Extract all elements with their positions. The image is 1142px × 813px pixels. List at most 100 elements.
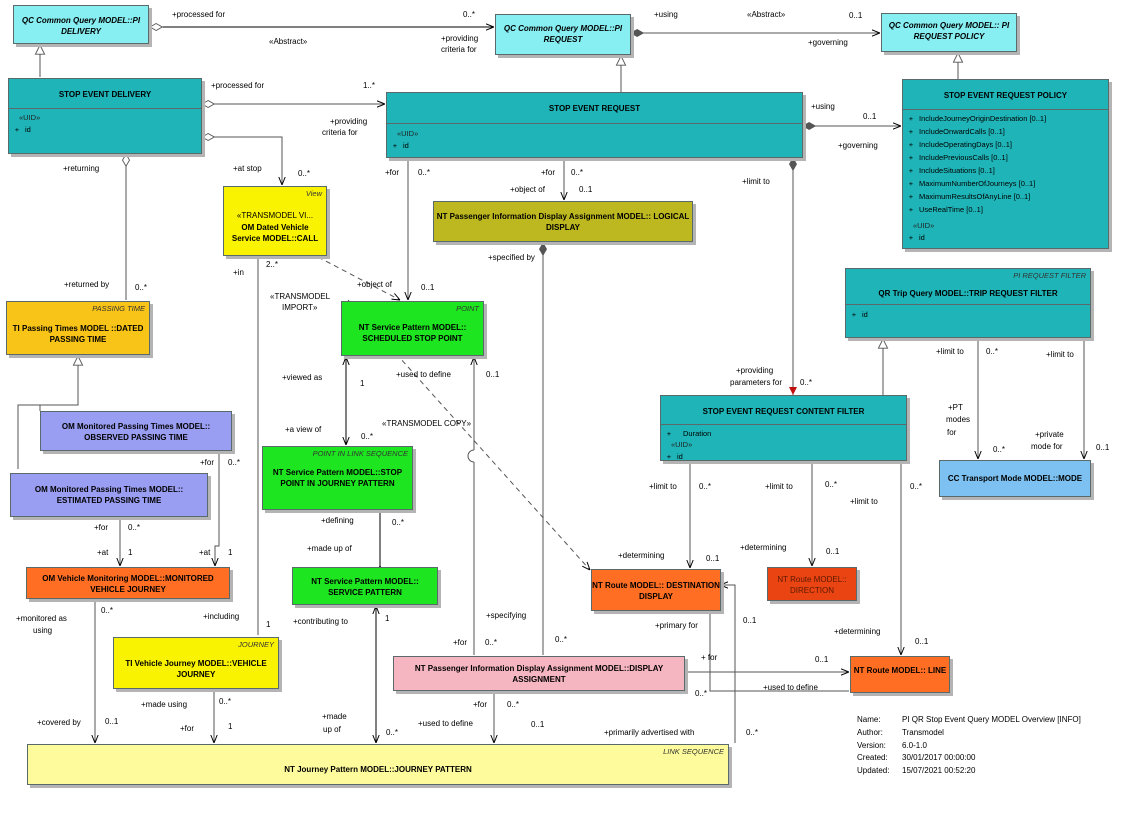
multiplicity-label: 0..* [361, 432, 374, 441]
role-label: +returning [63, 164, 100, 173]
stop-event-delivery-class[interactable]: STOP EVENT DELIVERY «UID» +id [8, 78, 202, 154]
attribute-row: +id [14, 125, 31, 134]
journey-pattern-class[interactable]: LINK SEQUENCE NT Journey Pattern MODEL::… [27, 744, 729, 785]
multiplicity-label: 0..* [910, 482, 923, 491]
class-title: NT Service Pattern MODEL:: SCHEDULED STO… [358, 323, 467, 343]
role-label: +defining [321, 516, 354, 525]
info-row: Created:30/01/2017 00:00:00 [857, 753, 976, 763]
logical-display-class[interactable]: NT Passenger Information Display Assignm… [433, 201, 693, 242]
stop-event-request-class[interactable]: STOP EVENT REQUEST «UID» +id [386, 92, 803, 158]
class-title: NT Route MODEL:: LINE [853, 666, 947, 675]
role-label: +governing [838, 141, 878, 150]
role-label: mode for [1031, 442, 1063, 451]
class-title: STOP EVENT DELIVERY [58, 90, 152, 99]
role-label: +at stop [233, 164, 262, 173]
pi-delivery-class[interactable]: QC Common Query MODEL::PI DELIVERY [13, 5, 149, 44]
class-title: STOP EVENT REQUEST POLICY [943, 91, 1068, 100]
attribute-row: +id [392, 141, 409, 150]
attribute-row: +IncludePreviousCalls [0..1] [908, 153, 1008, 162]
role-label: +processed for [172, 10, 226, 19]
trip-request-filter-class[interactable]: PI REQUEST FILTER QR Trip Query MODEL::T… [845, 268, 1091, 338]
class-title: NT Route MODEL:: DIRECTION [777, 575, 847, 595]
multiplicity-label: 0..* [219, 697, 232, 706]
multiplicity-label: 0..1 [849, 11, 863, 20]
role-label: +limit to [936, 347, 964, 356]
dated-passing-time-class[interactable]: PASSING TIME TI Passing Times MODEL ::DA… [6, 301, 150, 355]
role-label: +providing [330, 117, 368, 126]
multiplicity-label: 0..1 [706, 554, 720, 563]
line-class[interactable]: NT Route MODEL:: LINE [850, 656, 950, 693]
service-pattern-class[interactable]: NT Service Pattern MODEL:: SERVICE PATTE… [292, 567, 438, 605]
stereotype-label: IMPORT» [282, 303, 318, 312]
stereotype-label: PI REQUEST FILTER [1013, 271, 1086, 280]
content-filter-class[interactable]: STOP EVENT REQUEST CONTENT FILTER +Durat… [660, 395, 907, 461]
stop-point-in-journey-pattern-class[interactable]: POINT IN LINK SEQUENCE NT Service Patter… [262, 446, 413, 510]
multiplicity-label: 1..* [363, 81, 376, 90]
multiplicity-label: 0..1 [826, 547, 840, 556]
role-label: +for [473, 700, 488, 709]
multiplicity-label: 1 [128, 548, 133, 557]
role-label: +a view of [285, 425, 322, 434]
role-label: +limit to [850, 497, 878, 506]
observed-passing-time-class[interactable]: OM Monitored Passing Times MODEL:: OBSER… [40, 411, 232, 451]
multiplicity-label: 0..* [800, 378, 813, 387]
multiplicity-label: 0..1 [486, 370, 500, 379]
direction-class[interactable]: NT Route MODEL:: DIRECTION [767, 567, 857, 601]
class-title: NT Passenger Information Display Assignm… [414, 664, 664, 684]
role-label: +object of [510, 185, 545, 194]
vehicle-journey-class[interactable]: JOURNEY TI Vehicle Journey MODEL::VEHICL… [113, 637, 279, 689]
role-label: +limit to [649, 482, 677, 491]
role-label: +providing [441, 34, 479, 43]
transport-mode-class[interactable]: CC Transport Mode MODEL::MODE [939, 460, 1091, 497]
role-label: up of [323, 725, 341, 734]
role-label: +including [203, 612, 240, 621]
role-label: modes [946, 415, 971, 424]
estimated-passing-time-class[interactable]: OM Monitored Passing Times MODEL:: ESTIM… [10, 473, 208, 517]
multiplicity-label: 0..* [101, 606, 114, 615]
class-title: NT Service Pattern MODEL::STOP POINT IN … [272, 468, 403, 488]
role-label: +for [385, 168, 400, 177]
multiplicity-label: 0..* [228, 458, 241, 467]
class-title: OM Monitored Passing Times MODEL:: OBSER… [61, 422, 211, 442]
pi-request-policy-class[interactable]: QC Common Query MODEL:: PI REQUEST POLIC… [881, 13, 1017, 52]
role-label: +determining [618, 551, 665, 560]
info-row: Version:6.0-1.0 [857, 740, 927, 750]
class-title: OM Monitored Passing Times MODEL:: ESTIM… [34, 485, 184, 505]
multiplicity-label: 0..* [128, 523, 141, 532]
attribute-row: +IncludeOnwardCalls [0..1] [908, 127, 1005, 136]
class-title: OM Vehicle Monitoring MODEL::MONITORED V… [42, 574, 214, 594]
class-title: NT Route MODEL:: DESTINATION DISPLAY [592, 581, 720, 601]
multiplicity-label: 0..* [135, 283, 148, 292]
pi-request-class[interactable]: QC Common Query MODEL::PI REQUEST [495, 14, 631, 55]
multiplicity-label: 0..1 [815, 655, 829, 664]
role-label: +for [200, 458, 215, 467]
multiplicity-label: 0..* [986, 347, 999, 356]
display-assignment-class[interactable]: NT Passenger Information Display Assignm… [393, 656, 685, 691]
call-class[interactable]: View «TRANSMODEL VI... OM Dated Vehicle … [223, 186, 327, 256]
role-label: +limit to [1046, 350, 1074, 359]
attribute-list: +IncludeJourneyOriginDestination [0..1]+… [903, 112, 1108, 216]
multiplicity-label: 0..* [699, 482, 712, 491]
multiplicity-label: 0..1 [421, 283, 435, 292]
class-title: QR Trip Query MODEL::TRIP REQUEST FILTER [878, 289, 1058, 298]
uid-stereotype: «UID» [913, 221, 935, 230]
scheduled-stop-point-class[interactable]: POINT NT Service Pattern MODEL:: SCHEDUL… [341, 301, 484, 356]
monitored-vehicle-journey-class[interactable]: OM Vehicle Monitoring MODEL::MONITORED V… [26, 567, 230, 599]
role-label: +private [1035, 430, 1064, 439]
destination-display-class[interactable]: NT Route MODEL:: DESTINATION DISPLAY [591, 569, 721, 611]
multiplicity-label: 2..* [266, 260, 279, 269]
multiplicity-label: 0..* [993, 445, 1006, 454]
class-title: QC Common Query MODEL::PI DELIVERY [21, 16, 141, 36]
role-label: +primary for [655, 621, 698, 630]
role-label: +monitored as [16, 614, 67, 623]
role-label: +PT [948, 403, 963, 412]
attribute-row: +MaximumNumberOfJourneys [0..1] [908, 179, 1036, 188]
class-title: NT Service Pattern MODEL:: SERVICE PATTE… [311, 577, 419, 597]
stereotype-label: JOURNEY [238, 640, 274, 649]
attribute-row: +id [851, 310, 868, 319]
multiplicity-label: 1 [360, 379, 365, 388]
stop-event-request-policy-class[interactable]: STOP EVENT REQUEST POLICY +IncludeJourne… [902, 79, 1109, 249]
role-label: +made [322, 712, 347, 721]
uid-stereotype: «UID» [671, 440, 693, 449]
stereotype-label: LINK SEQUENCE [663, 747, 724, 756]
